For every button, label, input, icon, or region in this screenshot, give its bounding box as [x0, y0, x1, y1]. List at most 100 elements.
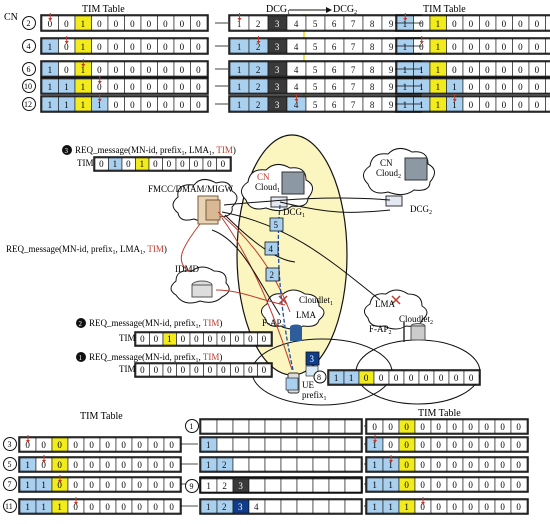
tim-row-frame [40, 14, 209, 32]
dcg-cell-label: 5 [313, 100, 318, 110]
tim-cell-value: 1 [113, 159, 118, 169]
step-circle [3, 457, 17, 471]
tim-cell-value: 0 [419, 19, 424, 29]
req1-tim-label: TIM [119, 364, 136, 374]
tim-cell-value: 0 [137, 480, 142, 490]
dcg-cell-label: 3 [275, 100, 280, 110]
tim-cell [163, 437, 181, 452]
tim-cell-value: 0 [180, 82, 185, 92]
bottom-mid-label: 2 [222, 460, 227, 470]
tim-cell-value: 0 [97, 42, 102, 52]
tim-cell-value: 0 [114, 100, 119, 110]
tim-cell-value: 1 [48, 42, 53, 52]
tim-cell-value: 0 [25, 440, 30, 450]
dcg-cell-label: 4 [294, 42, 299, 52]
tim-cell-value: 1 [436, 42, 441, 52]
tim-cell-value: 0 [41, 460, 46, 470]
lma1-label: LMA [296, 310, 317, 320]
step-number: 6 [27, 65, 31, 74]
packet-label: 3 [310, 354, 315, 364]
bottom-mid-cell [344, 437, 362, 452]
tim-cell-value: 1 [25, 460, 30, 470]
flow-red-4 [215, 289, 286, 306]
tim-row-frame [365, 418, 529, 435]
packet-box [264, 241, 279, 256]
dcg-cell-label: 3 [275, 82, 280, 92]
step-number: 9 [190, 482, 194, 491]
tim-cell [216, 157, 231, 171]
bottom-mid-row [199, 418, 363, 435]
tim-cell-value: 0 [169, 440, 174, 450]
tim-cell-value: 0 [420, 440, 425, 450]
pointer-arrow-head [452, 99, 457, 102]
dcg-cell [248, 478, 266, 493]
req-plain-message: REQ_message(MN-id, prefix1, LMA1, TIM) [6, 244, 167, 256]
flow-black-3 [221, 211, 381, 301]
bottom-mid-cell [328, 437, 346, 452]
tim-cell [190, 15, 208, 31]
tim-cell-value: 0 [484, 422, 489, 432]
tim-row-frame [365, 476, 529, 493]
dcg2-router-icon [385, 195, 403, 207]
tim-cell-value: 1 [25, 502, 30, 512]
middle-section: 3 REQ_message(MN-id, prefix1, LMA1, TIM)… [6, 134, 481, 406]
tim-cell-value: 0 [89, 502, 94, 512]
dcg-cell-label: 9 [389, 65, 394, 75]
step-circle [22, 62, 36, 76]
tim-cell-value: 0 [73, 502, 78, 512]
dcg-cell-label: 4 [294, 100, 299, 110]
dcg-cell-label: 2 [256, 65, 261, 75]
tim-cell-value: 1 [48, 82, 53, 92]
bottom-mid-cell [312, 499, 330, 514]
step-circle [3, 477, 17, 491]
tim-cell-value: 0 [48, 19, 53, 29]
step-3-badge [62, 145, 72, 155]
tim-row-frame [365, 456, 529, 473]
bottom-mid-cell [344, 457, 362, 472]
tim-cell-value: 0 [469, 65, 474, 75]
tim-cell-value: 0 [89, 460, 94, 470]
tim-cell-value: 0 [436, 502, 441, 512]
tim-cell-value: 0 [97, 82, 102, 92]
bottom-mid-label: 1 [206, 460, 211, 470]
tim-cell-value: 0 [485, 65, 490, 75]
tim-cell [510, 419, 528, 434]
dcg-cell [328, 478, 346, 493]
bottom-mid-frame [199, 456, 363, 473]
req1-message: REQ_message(MN-id, prefix1, TIM) [89, 352, 222, 364]
dcg-cell-label: 1 [237, 42, 242, 52]
idmd-db-body [191, 284, 213, 298]
tim-cell-value: 1 [81, 100, 86, 110]
cloudlet2-label: Cloudlet2 [399, 314, 433, 326]
flow-red-1 [217, 211, 291, 313]
step-circle [22, 97, 36, 111]
bottom-mid-frame [199, 498, 363, 515]
flow-black-5 [224, 214, 296, 263]
tim-row-frame [18, 436, 182, 453]
tim-cell-value: 0 [147, 100, 152, 110]
tim-cell-value: 0 [235, 365, 240, 375]
tim-cell-value: 0 [163, 65, 168, 75]
step-circle [22, 39, 36, 53]
tim-cell-value: 0 [516, 460, 521, 470]
tim-cell-value: 0 [121, 480, 126, 490]
tim-cell-value: 1 [436, 65, 441, 75]
dcg-cell-label: 4 [294, 65, 299, 75]
tim-cell-value: 0 [181, 334, 186, 344]
idmd-label: IDMD [175, 264, 199, 274]
tim-cell-value: 0 [404, 480, 409, 490]
dcg-cell-label: 9 [389, 42, 394, 52]
flow-black-2 [223, 197, 391, 206]
tim-cell-value: 0 [180, 65, 185, 75]
bottom-mid-label: 3 [238, 502, 243, 512]
tim-cell-value: 0 [419, 42, 424, 52]
dcg-row-frame [199, 477, 363, 494]
